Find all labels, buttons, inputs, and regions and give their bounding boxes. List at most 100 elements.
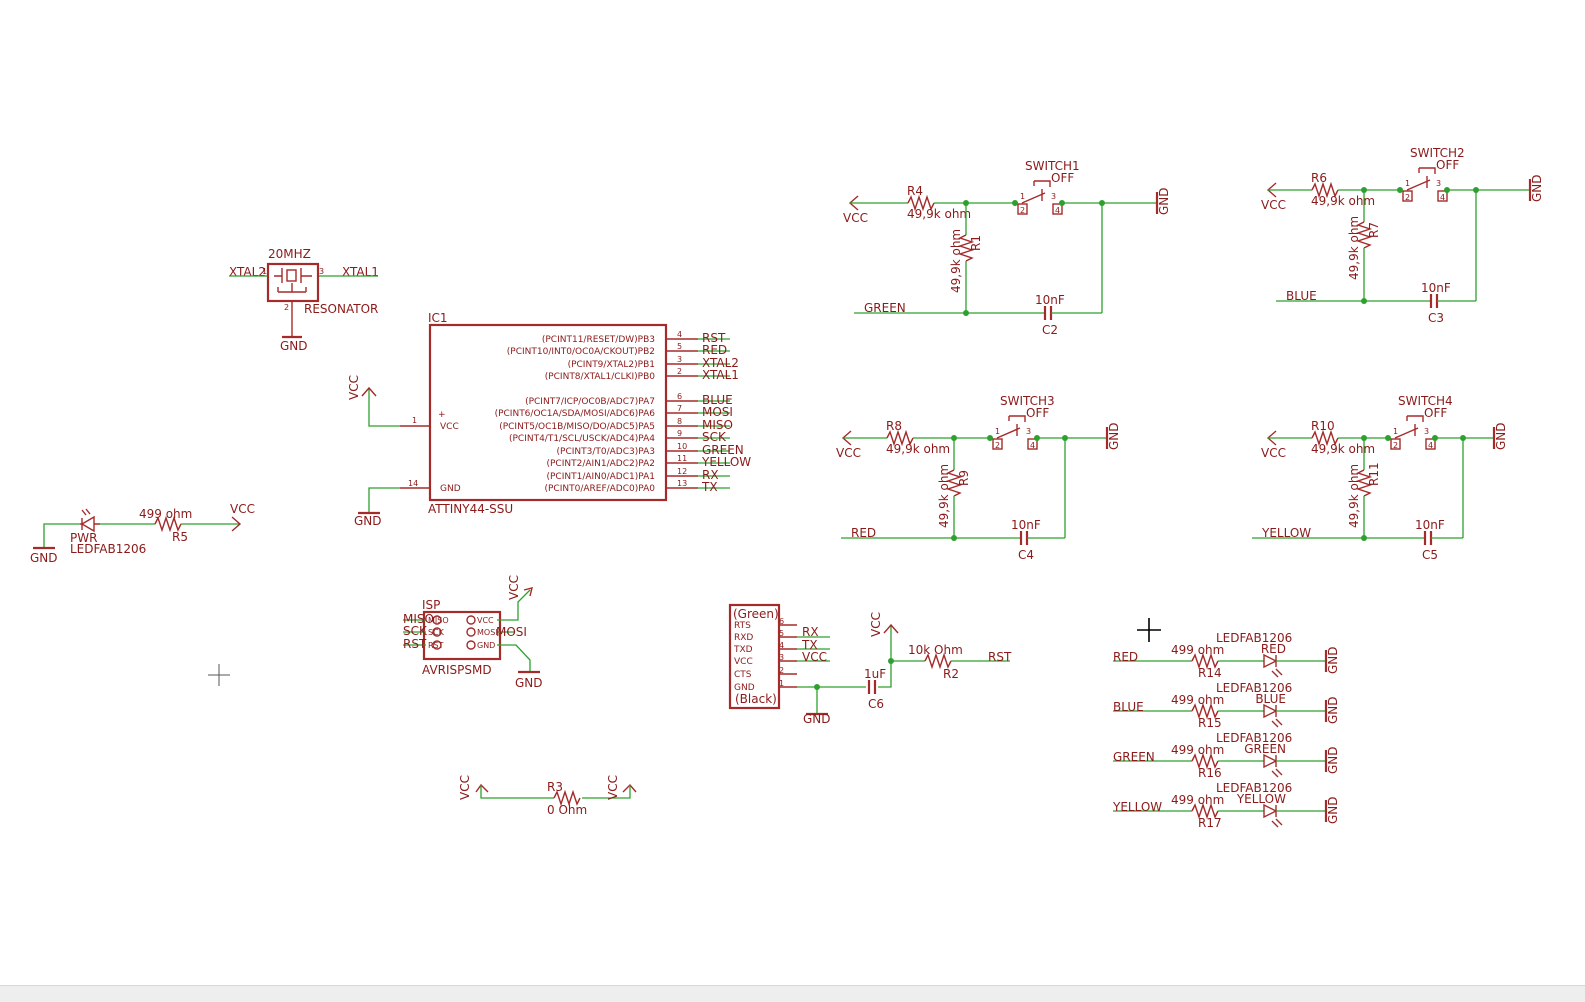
ic-pin-label: (PCINT0/AREF/ADC0)PA0 <box>544 484 655 494</box>
ic-part: ATTINY44-SSU <box>428 502 513 516</box>
pwr-vcc: VCC <box>230 502 255 516</box>
switch-pin4: 4 <box>1428 441 1433 450</box>
ic-pin-number: 8 <box>677 417 682 426</box>
switch-net-label: YELLOW <box>1261 526 1311 540</box>
led-color: RED <box>1261 642 1286 656</box>
led-res-value: 499 ohm <box>1171 793 1224 807</box>
switch-pin4: 4 <box>1055 206 1060 215</box>
switch-state: OFF <box>1026 406 1049 420</box>
ic-pin-label: (PCINT8/XTAL1/CLKI)PB0 <box>545 372 656 382</box>
ftdi-pin-number: 2 <box>779 666 784 675</box>
switch-gnd: GND <box>1494 422 1508 450</box>
resonator[interactable]: 20MHZ XTAL2 XTAL1 1 3 2 RESONATOR GND <box>229 247 379 353</box>
led-net-label: RED <box>1113 650 1138 664</box>
r3-vcc-right: VCC <box>606 775 620 800</box>
resonator-net-xtal2: XTAL2 <box>229 265 266 279</box>
isp-net-mosi: MOSI <box>496 625 527 639</box>
ic-pin-label: (PCINT9/XTAL2)PB1 <box>568 360 655 370</box>
isp-net-left: MISO <box>403 612 434 626</box>
switch-rtop-name: R10 <box>1311 419 1335 433</box>
led-part: LEDFAB1206 <box>1216 681 1292 695</box>
ftdi-pin-number: 3 <box>779 653 784 662</box>
switch-gnd: GND <box>1107 422 1121 450</box>
switch-state: OFF <box>1436 158 1459 172</box>
led-color: GREEN <box>1244 742 1286 756</box>
switch-net-label: RED <box>851 526 876 540</box>
switch-pin3: 3 <box>1026 427 1031 436</box>
isp-pin-label-right: GND <box>477 641 495 650</box>
ftdi-cap-name: C6 <box>868 697 884 711</box>
switch-rtop-value: 49,9k ohm <box>1311 194 1375 208</box>
resonator-name: RESONATOR <box>304 302 378 316</box>
led-net-label: YELLOW <box>1112 800 1162 814</box>
r3-name: R3 <box>547 780 563 794</box>
power-led-circuit[interactable]: GND 499 ohm R5 VCC PWR LEDFAB1206 <box>30 502 255 565</box>
switch-rpull-value: 49,9k ohm <box>949 229 963 293</box>
ic-gnd-net: GND <box>354 514 382 528</box>
led-net-label: GREEN <box>1113 750 1155 764</box>
switch-pin3: 3 <box>1436 179 1441 188</box>
ic-pin-number: 6 <box>677 392 682 401</box>
ic-pin-net: XTAL2 <box>702 356 739 370</box>
led-net-label: BLUE <box>1113 700 1144 714</box>
ftdi-pin-label: RXD <box>734 633 753 643</box>
switch-name: SWITCH2 <box>1410 146 1465 160</box>
ic-pin-label: (PCINT3/T0/ADC3)PA3 <box>557 447 655 457</box>
r3-vcc-left: VCC <box>458 775 472 800</box>
isp-part: AVRISPSMD <box>422 663 492 677</box>
isp-pin-label-left: RST <box>428 641 444 650</box>
ic-pin-net: RX <box>702 468 719 482</box>
switch-rpull-value: 49,9k ohm <box>937 464 951 528</box>
ic-pin-number: 4 <box>677 330 682 339</box>
switch-rpull-name: R9 <box>957 470 971 486</box>
switch-name: SWITCH1 <box>1025 159 1080 173</box>
ftdi-cap-value: 1uF <box>864 667 886 681</box>
ic-pin-label: (PCINT6/OC1A/SDA/MOSI/ADC6)PA6 <box>495 409 656 419</box>
switch-rtop-name: R8 <box>886 419 902 433</box>
isp-pin-label-right: MOSI <box>477 628 498 637</box>
ftdi-pin-number: 1 <box>779 679 784 688</box>
led-res-value: 499 ohm <box>1171 743 1224 757</box>
ftdi-top: (Green) <box>733 607 779 621</box>
ic-vcc-net: VCC <box>347 375 361 400</box>
switch-vcc: VCC <box>1261 198 1286 212</box>
led-part: LEDFAB1206 <box>1216 781 1292 795</box>
switch-pin1: 1 <box>1020 192 1025 201</box>
ftdi-pin-number: 6 <box>779 617 784 626</box>
ic-pin-number: 3 <box>677 355 682 364</box>
switch-pin1: 1 <box>995 427 1000 436</box>
led-res-value: 499 ohm <box>1171 643 1224 657</box>
ic1[interactable]: IC1 ATTINY44-SSU VCC GND + 1 14 VCC GND … <box>347 311 751 528</box>
switch-cap-value: 10nF <box>1415 518 1445 532</box>
ic-pin-number: 9 <box>677 429 682 438</box>
switch-pin3: 3 <box>1424 427 1429 436</box>
horizontal-scrollbar[interactable] <box>0 985 1585 1002</box>
pwr-led-part: LEDFAB1206 <box>70 542 146 556</box>
ic-pin-number: 13 <box>677 479 687 488</box>
switch-pin2: 2 <box>1405 193 1410 202</box>
isp-pin-label-right: VCC <box>477 616 494 625</box>
r3-circuit[interactable]: VCC VCC R3 0 Ohm <box>458 775 637 817</box>
resonator-pin3: 3 <box>319 267 324 276</box>
led-res-name: R16 <box>1198 766 1222 780</box>
ic-pin-number: 5 <box>677 342 682 351</box>
switch-rtop-value: 49,9k ohm <box>886 442 950 456</box>
ic-gnd-num: 14 <box>408 479 418 488</box>
pwr-gnd: GND <box>30 551 58 565</box>
led-res-name: R14 <box>1198 666 1222 680</box>
